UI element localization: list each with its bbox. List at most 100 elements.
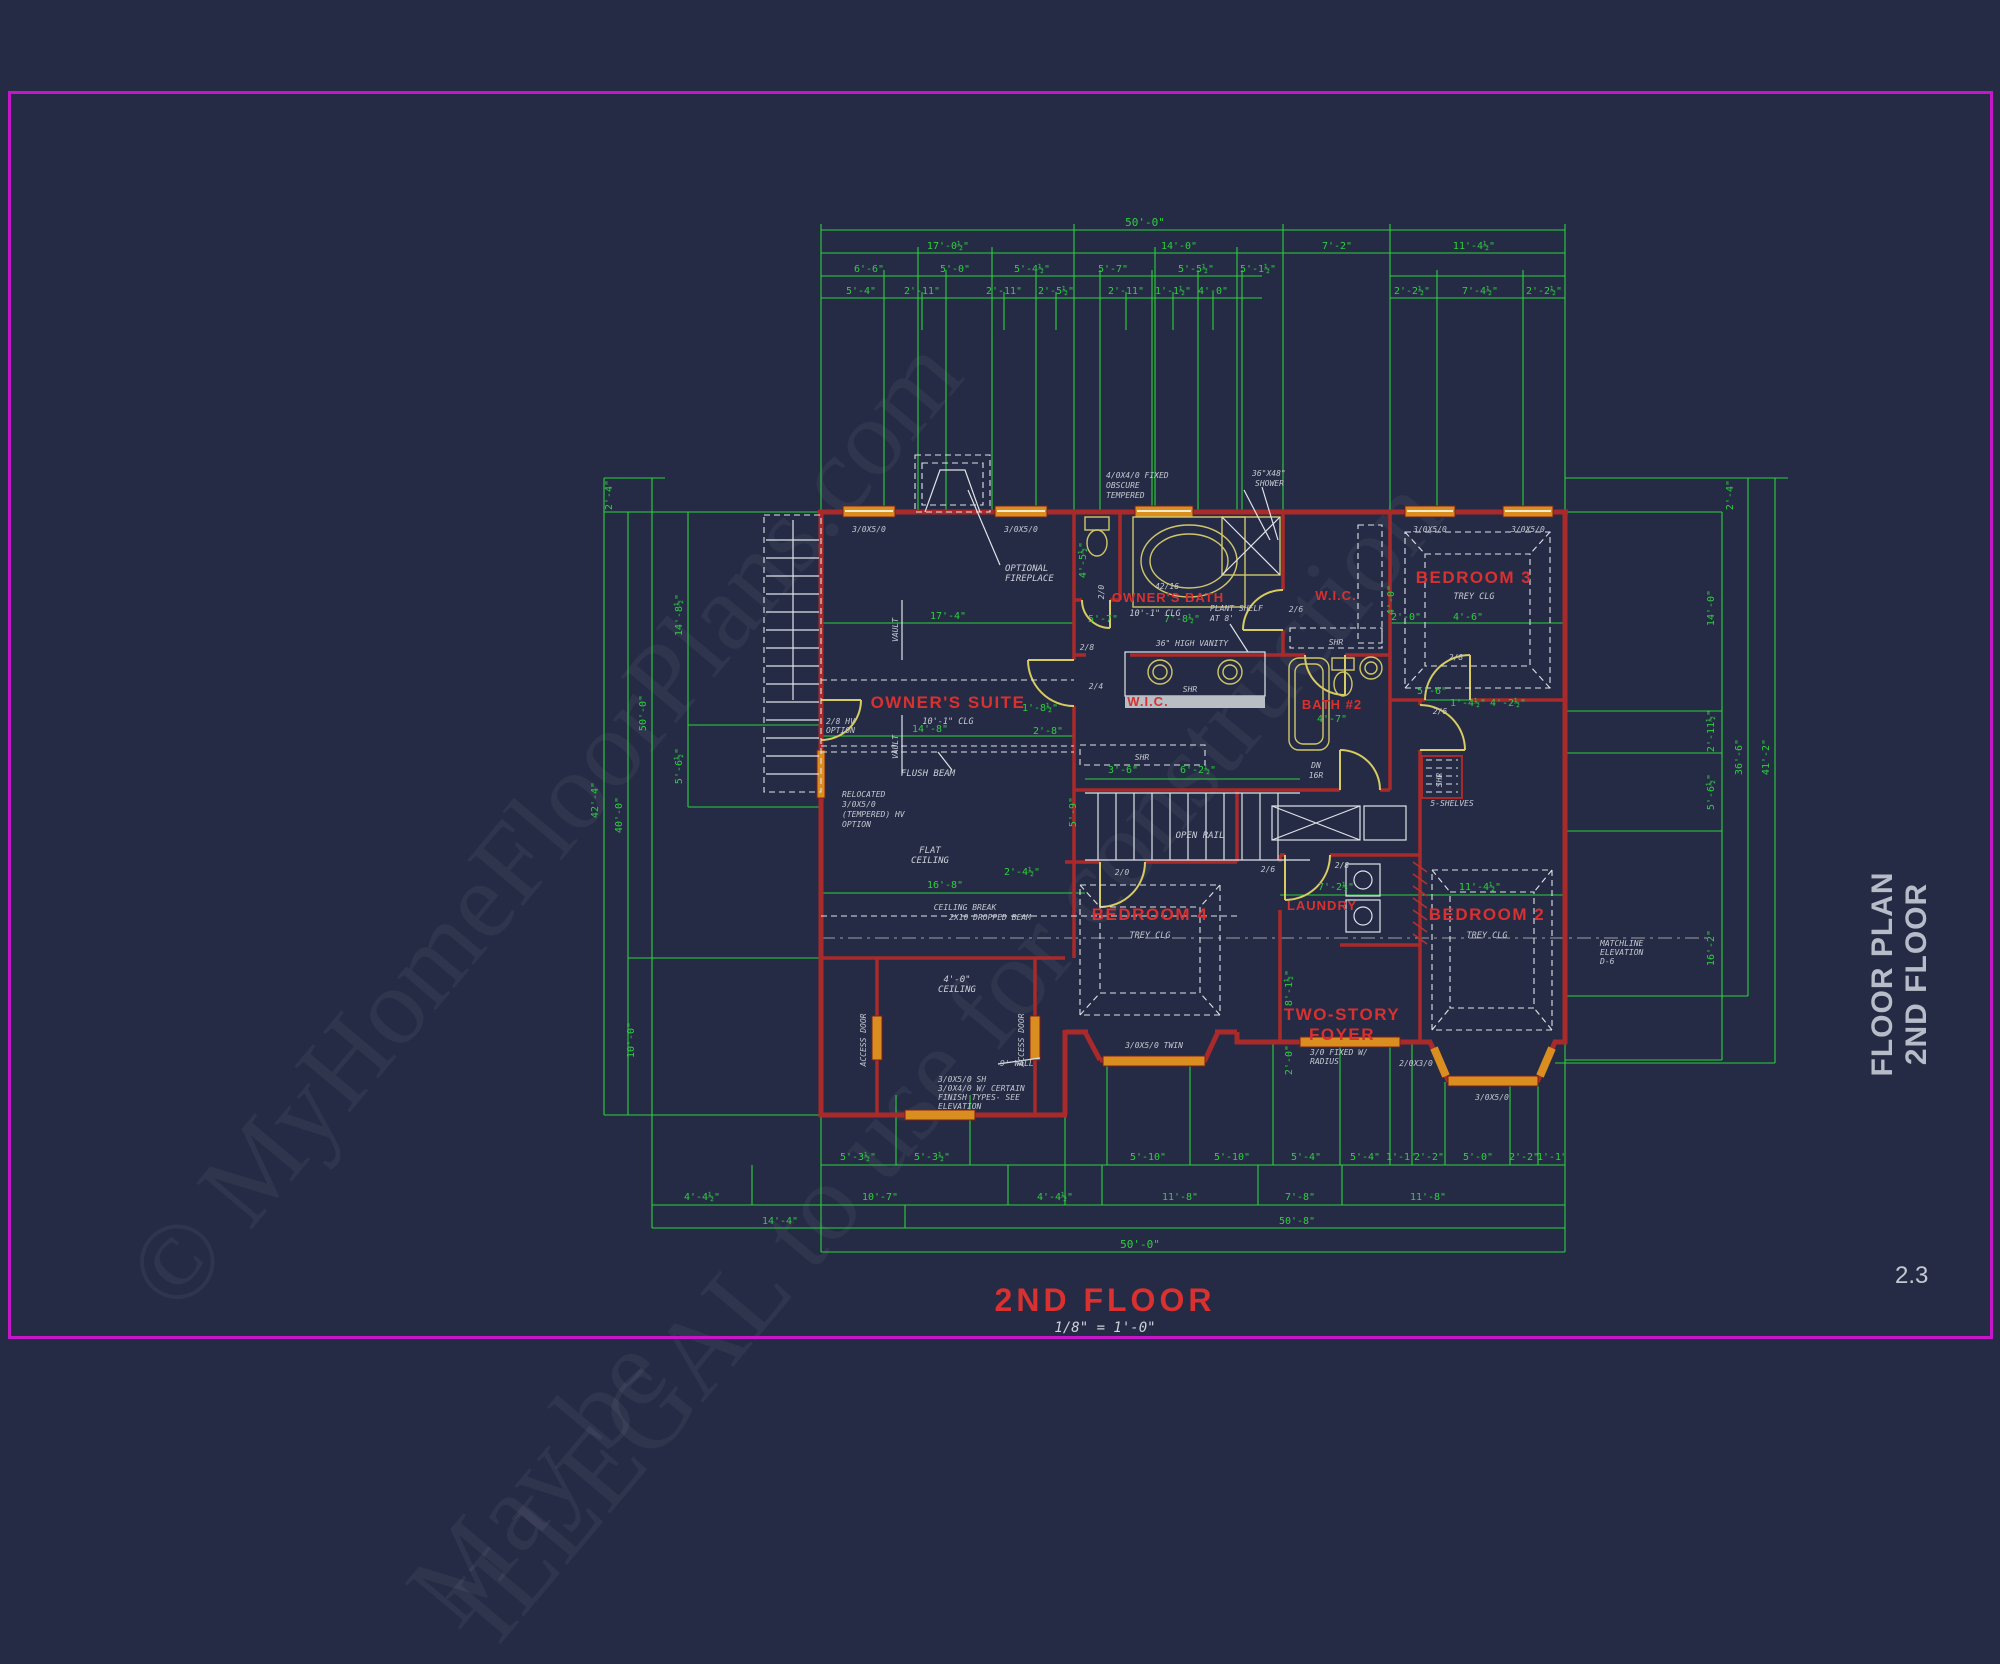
note-matchline: ELEVATION bbox=[1600, 948, 1644, 957]
dim-left: 40'-0" bbox=[614, 797, 625, 833]
note-matchline: D-6 bbox=[1599, 957, 1615, 966]
note-shelf: SHR bbox=[1183, 685, 1198, 694]
stairwell bbox=[763, 514, 822, 793]
note-finish: FINISH TYPES- SEE bbox=[938, 1093, 1020, 1102]
dim-top: 5'-7" bbox=[1098, 264, 1128, 275]
dim-bottom: 4'-4½" bbox=[684, 1191, 720, 1203]
note-shelf: SHR bbox=[1135, 753, 1150, 762]
note-shelf: SHR bbox=[1329, 638, 1344, 647]
note-door-option: 2/8 HV bbox=[826, 717, 856, 726]
note-access-door: ACCESS DOOR bbox=[859, 1013, 868, 1067]
dim-top: 14'-0" bbox=[1161, 241, 1197, 252]
window-label: TEMPERED bbox=[1106, 491, 1145, 500]
dim-bottom: 5'-3½" bbox=[914, 1151, 950, 1163]
window-label: 3/0X5/0 bbox=[1474, 1093, 1509, 1102]
dim-top: 2'-11" bbox=[904, 286, 940, 297]
note-low-ceiling: CEILING bbox=[938, 985, 977, 995]
plan-labels: 50'-0"17'-0½"14'-0"7'-2"11'-4½"6'-6"5'-0… bbox=[590, 216, 1772, 1251]
sheet-number: 2.3 bbox=[1895, 1262, 1929, 1289]
dim-bottom: 2'-2" bbox=[1509, 1152, 1539, 1163]
window-label: RADIUS bbox=[1310, 1057, 1339, 1066]
shower bbox=[1221, 516, 1281, 576]
note-ceiling-break: 2X10 DROPPED BEAM bbox=[949, 913, 1032, 922]
note-vault: VAULT bbox=[891, 617, 900, 642]
closet-shelves bbox=[1357, 524, 1383, 644]
dim-bottom: 11'-8" bbox=[1410, 1192, 1446, 1203]
dim-top: 5'-0" bbox=[940, 264, 970, 275]
dim-bottom: 5'-10" bbox=[1214, 1152, 1250, 1163]
plan-scale: 1/8" = 1'-0" bbox=[1054, 1320, 1156, 1336]
note-shower: SHOWER bbox=[1255, 479, 1284, 488]
room-sub: TREY CLG bbox=[1467, 931, 1508, 941]
dim-int: 1'-8½" bbox=[1022, 702, 1058, 714]
window-label: 4/0X4/0 FIXED bbox=[1106, 471, 1169, 480]
dim-bottom: 4'-4½" bbox=[1037, 1191, 1073, 1203]
dim-top: 17'-0½" bbox=[927, 240, 969, 252]
room-owners-bath: OWNER'S BATH bbox=[1112, 590, 1224, 605]
note-fireplace: FIREPLACE bbox=[1005, 574, 1054, 584]
dim-right: 16'-2" bbox=[1706, 930, 1717, 966]
note-relocated: 3/0X5/0 bbox=[841, 800, 876, 809]
dim-bottom: 11'-8" bbox=[1162, 1192, 1198, 1203]
door-tag: 2/4 bbox=[1089, 682, 1104, 691]
note-finish: 3/0X4/0 W/ CERTAIN bbox=[937, 1084, 1025, 1093]
note-shelves: 5-SHELVES bbox=[1430, 799, 1474, 808]
dim-int: 7'-8½" bbox=[1164, 613, 1200, 625]
dim-overall-top: 50'-0" bbox=[1125, 216, 1165, 229]
door-tag: 2/6 bbox=[1261, 865, 1276, 874]
dim-int: 4'-6" bbox=[1453, 612, 1483, 623]
dim-left: 14'-8½" bbox=[673, 594, 685, 636]
note-vault: VAULT bbox=[891, 734, 900, 759]
fireplace bbox=[914, 454, 991, 513]
dim-int: 8'-1½" bbox=[1283, 970, 1295, 1006]
room-bedroom-4: BEDROOM 4 bbox=[1092, 905, 1208, 924]
stair-landing bbox=[1271, 805, 1361, 841]
dim-int: 4'-2½" bbox=[1490, 697, 1526, 709]
dim-bottom: 10'-7" bbox=[862, 1192, 898, 1203]
door-tag: 2/8 bbox=[1335, 861, 1350, 870]
door-tag: 2/6 bbox=[1433, 707, 1448, 716]
room-sub: 10'-1" CLG bbox=[922, 717, 973, 727]
dim-int: 2'-4½" bbox=[1004, 866, 1040, 878]
dim-left: 2'-4" bbox=[604, 480, 615, 510]
trey-ceiling-bedroom3 bbox=[1404, 531, 1551, 689]
note-door-option: OPTION bbox=[826, 726, 855, 735]
dim-int: 1'-4½" bbox=[1450, 697, 1486, 709]
note-relocated: RELOCATED bbox=[842, 790, 886, 799]
dim-top: 7'-4½" bbox=[1462, 285, 1498, 297]
trey-ceiling-bedroom2 bbox=[1431, 869, 1553, 1031]
dim-int: 5'-9" bbox=[1068, 797, 1079, 827]
note-vanity: 36" HIGH VANITY bbox=[1155, 639, 1229, 648]
window-label: 3/0X5/0 bbox=[851, 525, 886, 534]
bathtub-2 bbox=[1288, 657, 1330, 751]
door-tag: 2/8 bbox=[1449, 653, 1464, 662]
window-label: OBSCURE bbox=[1106, 481, 1140, 490]
door-tag: 2/6 bbox=[1289, 605, 1304, 614]
note-open-rail: OPEN RAIL bbox=[1176, 831, 1225, 841]
dim-top: 5'-1½" bbox=[1240, 263, 1276, 275]
dim-int: 5'-7" bbox=[1088, 614, 1118, 625]
dim-top: 5'-4" bbox=[846, 286, 876, 297]
trey-ceiling-bedroom4 bbox=[1079, 884, 1221, 1016]
toilet bbox=[1084, 516, 1110, 531]
room-foyer: TWO-STORY bbox=[1284, 1005, 1400, 1024]
dryer bbox=[1345, 899, 1381, 933]
dim-int: 5'-6" bbox=[1417, 686, 1447, 697]
dim-int: 3'-6" bbox=[1108, 765, 1138, 776]
dim-left: 10'-0" bbox=[626, 1022, 637, 1058]
door-tag: 2/0 bbox=[1115, 868, 1130, 877]
dim-bottom: 7'-8" bbox=[1285, 1192, 1315, 1203]
dim-int: 2'-0" bbox=[1284, 1045, 1295, 1075]
sheet-canvas: © MyHomeFloorPlans.com ILLEGAL to use fo… bbox=[8, 91, 1993, 1662]
note-finish: 3/0X5/0 SH bbox=[937, 1075, 986, 1084]
floor-plan-drawing: 50'-0"17'-0½"14'-0"7'-2"11'-4½"6'-6"5'-0… bbox=[590, 216, 1788, 1253]
room-sub: TREY CLG bbox=[1130, 931, 1171, 941]
doors bbox=[820, 589, 1471, 908]
room-foyer: FOYER bbox=[1309, 1025, 1375, 1044]
dim-int: 14'-8" bbox=[912, 724, 948, 735]
note-relocated: OPTION bbox=[842, 820, 871, 829]
dim-left: 50'-0" bbox=[638, 695, 649, 731]
fixtures bbox=[763, 454, 1553, 1065]
dim-bottom: 5'-0" bbox=[1463, 1152, 1493, 1163]
note-stairs-dn: DN bbox=[1310, 761, 1321, 770]
